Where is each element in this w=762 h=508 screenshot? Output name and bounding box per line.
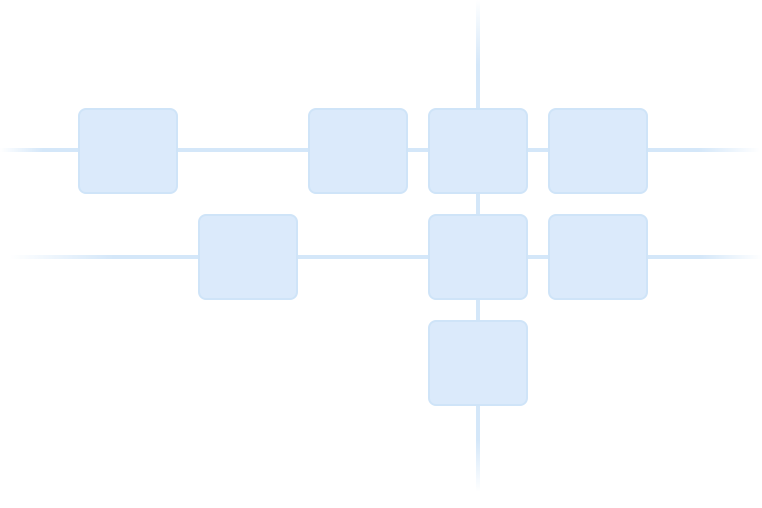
connector-line-node-row1-a-to-node-row1-b [178, 148, 308, 152]
node-row1-a [78, 108, 178, 194]
connector-line-node-row1-c-to-node-row2-b [476, 194, 480, 214]
node-row1-d [548, 108, 648, 194]
node-row2-a [198, 214, 298, 300]
connector-line-left-edge-to-node-row2-a [10, 255, 198, 259]
connector-line-top-edge-to-node-row1-c [476, 0, 480, 108]
connector-line-node-row2-a-to-node-row2-b [298, 255, 428, 259]
connector-line-node-row1-c-to-node-row1-d [528, 148, 548, 152]
connector-line-node-row2-c-to-right-edge [648, 255, 762, 259]
node-row2-c [548, 214, 648, 300]
node-row3-a [428, 320, 528, 406]
connector-line-node-row1-d-to-right-edge [648, 148, 760, 152]
connector-line-left-edge-to-node-row1-a [0, 148, 78, 152]
connector-line-node-row3-a-to-bottom-edge [476, 406, 480, 492]
node-row1-b [308, 108, 408, 194]
connector-line-node-row2-b-to-node-row2-c [528, 255, 548, 259]
connector-line-node-row1-b-to-node-row1-c [408, 148, 428, 152]
node-row1-c [428, 108, 528, 194]
connector-line-node-row2-b-to-node-row3-a [476, 300, 480, 320]
node-row2-b [428, 214, 528, 300]
